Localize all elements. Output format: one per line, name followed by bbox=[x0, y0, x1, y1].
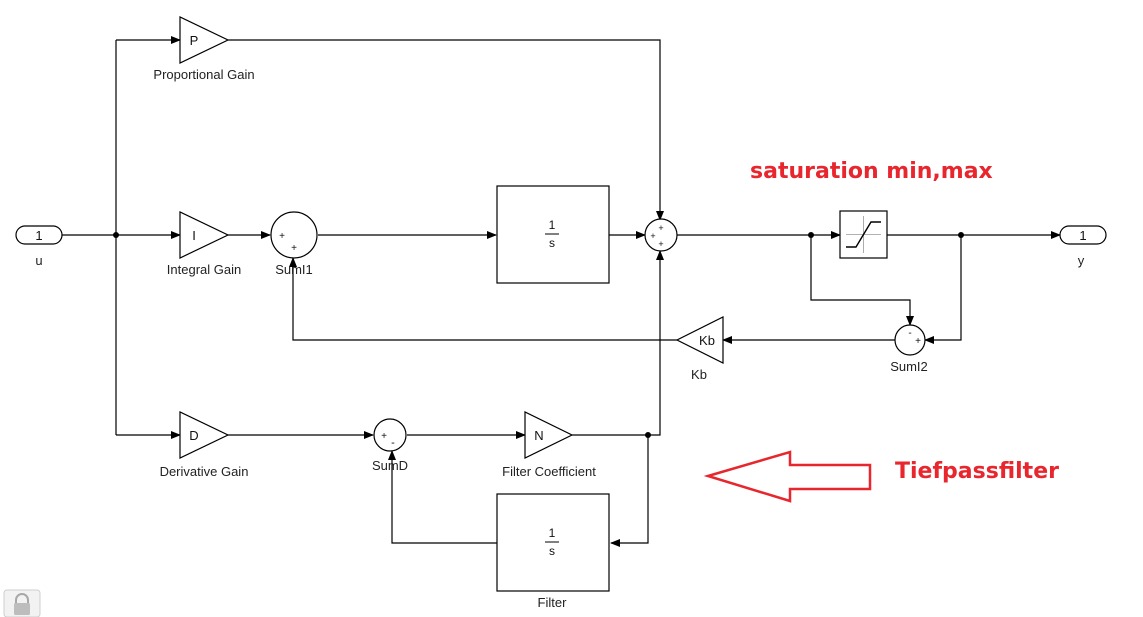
sum-i2-sign-top: - bbox=[908, 328, 911, 339]
output-port-number: 1 bbox=[1079, 228, 1086, 243]
sum-i1-sign-bottom: + bbox=[291, 243, 297, 254]
sum-d-sign-bottom: - bbox=[391, 437, 395, 449]
main-sum-sign-bottom: + bbox=[658, 239, 663, 249]
filter-label: Filter bbox=[538, 595, 568, 610]
junction-dots bbox=[113, 232, 964, 438]
main-sum-sign-left: + bbox=[650, 231, 655, 241]
sum-i1-block[interactable]: + + bbox=[270, 211, 318, 259]
main-sum-block[interactable]: + + + bbox=[644, 218, 678, 252]
filter-coefficient-block[interactable]: N bbox=[524, 411, 574, 459]
sum-i2-label: SumI2 bbox=[890, 359, 928, 374]
derivative-gain-block[interactable]: D bbox=[179, 411, 230, 459]
integrator-numerator: 1 bbox=[549, 218, 556, 232]
filter-denominator: s bbox=[549, 544, 555, 558]
sum-i1-sign-left: + bbox=[279, 231, 285, 242]
sum-i2-sign-right: + bbox=[915, 336, 921, 347]
integrator-denominator: s bbox=[549, 236, 555, 250]
filter-coefficient-label: Filter Coefficient bbox=[502, 464, 596, 479]
saturation-icon bbox=[846, 216, 881, 253]
proportional-gain-block[interactable]: P bbox=[179, 16, 230, 64]
integral-gain-label: Integral Gain bbox=[167, 262, 241, 277]
sum-d-label: SumD bbox=[372, 458, 408, 473]
filter-numerator: 1 bbox=[549, 526, 556, 540]
integrator-block[interactable]: 1 s bbox=[496, 185, 610, 284]
proportional-gain-label: Proportional Gain bbox=[153, 67, 254, 82]
saturation-annotation: saturation min,max bbox=[750, 159, 993, 184]
sum-i2-block[interactable]: - + bbox=[894, 324, 926, 356]
derivative-gain-label: Derivative Gain bbox=[160, 464, 249, 479]
saturation-block[interactable] bbox=[839, 210, 888, 259]
kb-gain-label: Kb bbox=[691, 367, 707, 382]
proportional-gain-symbol: P bbox=[190, 33, 199, 48]
sum-d-sign-left: + bbox=[381, 431, 387, 442]
sum-i1-label: SumI1 bbox=[275, 262, 313, 277]
integral-gain-symbol: I bbox=[192, 228, 196, 243]
input-port-label: u bbox=[35, 253, 42, 268]
output-port-label: y bbox=[1078, 253, 1085, 268]
integral-gain-block[interactable]: I bbox=[179, 211, 230, 259]
output-port-y[interactable]: 1 bbox=[1059, 225, 1107, 245]
input-port-number: 1 bbox=[35, 228, 42, 243]
sum-d-block[interactable]: + - bbox=[373, 418, 407, 452]
lowpass-arrow-icon bbox=[703, 450, 872, 503]
signal-wires bbox=[62, 36, 1061, 547]
filter-coefficient-symbol: N bbox=[534, 428, 543, 443]
derivative-gain-symbol: D bbox=[189, 428, 198, 443]
main-sum-sign-top: + bbox=[658, 223, 663, 233]
filter-block[interactable]: 1 s bbox=[496, 493, 610, 592]
lock-icon[interactable] bbox=[3, 589, 41, 617]
kb-gain-block[interactable]: Kb bbox=[675, 316, 724, 364]
input-port-u[interactable]: 1 bbox=[15, 225, 63, 245]
lowpass-filter-annotation: Tiefpassfilter bbox=[895, 459, 1059, 484]
kb-gain-symbol: Kb bbox=[699, 333, 715, 348]
